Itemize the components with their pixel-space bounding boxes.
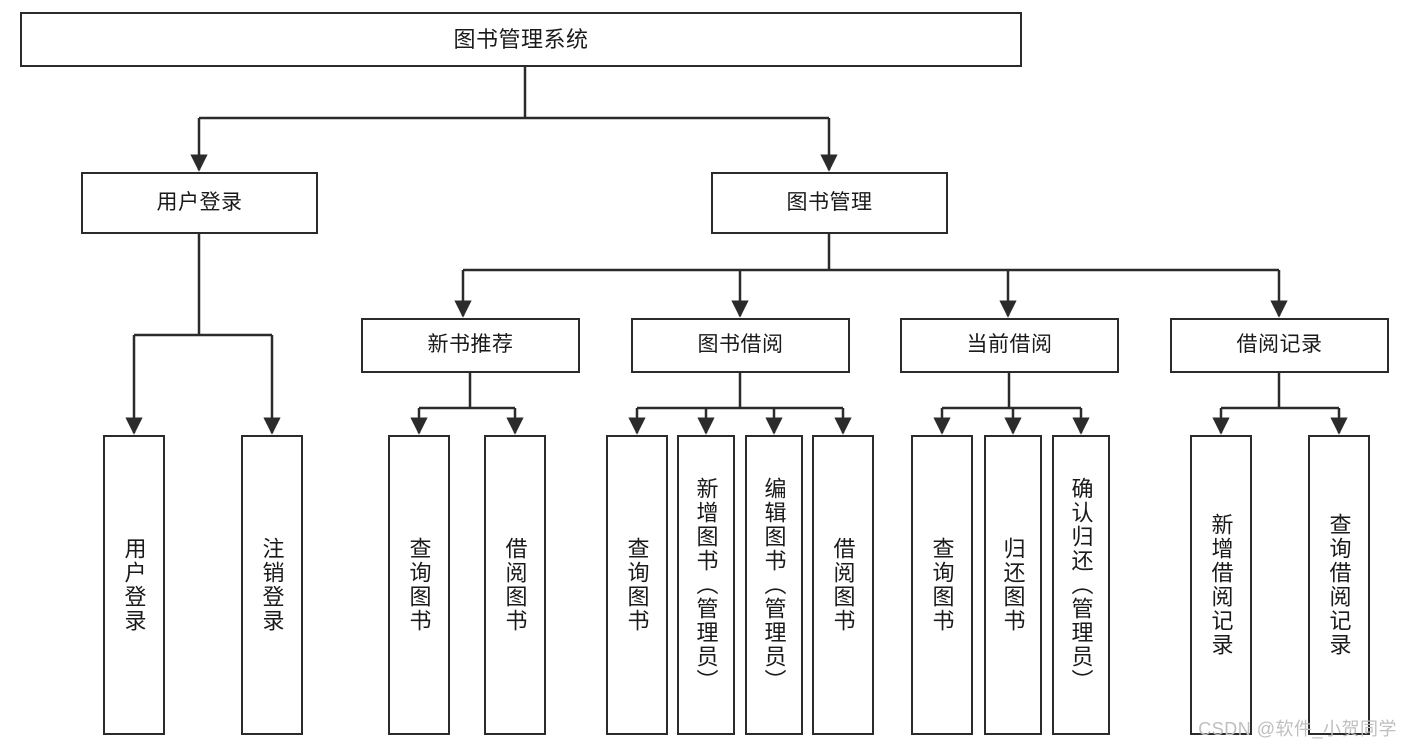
leaf-borrow-book-newbook[interactable]: 借阅图书 (484, 435, 546, 735)
node-new-book-recommend-label: 新书推荐 (427, 333, 514, 357)
leaf-query-book-borrow[interactable]: 查询图书 (606, 435, 668, 735)
leaf-query-book-borrow-label: 查询图书 (624, 537, 650, 633)
node-book-management[interactable]: 图书管理 (711, 172, 948, 234)
leaf-query-borrow-record-label: 查询借阅记录 (1326, 513, 1352, 657)
node-current-borrow-label: 当前借阅 (966, 333, 1053, 357)
leaf-add-book-admin-label: 新增图书（管理员） (693, 477, 719, 693)
leaf-confirm-return-admin-label: 确认归还（管理员） (1068, 477, 1094, 693)
leaf-add-book-admin[interactable]: 新增图书（管理员） (677, 435, 735, 735)
node-current-borrow[interactable]: 当前借阅 (900, 318, 1119, 373)
node-root[interactable]: 图书管理系统 (20, 12, 1022, 67)
node-borrow-record[interactable]: 借阅记录 (1170, 318, 1389, 373)
leaf-add-borrow-record[interactable]: 新增借阅记录 (1190, 435, 1252, 735)
leaf-borrow-book[interactable]: 借阅图书 (812, 435, 874, 735)
leaf-edit-book-admin-label: 编辑图书（管理员） (761, 477, 787, 693)
leaf-return-book[interactable]: 归还图书 (984, 435, 1042, 735)
node-book-borrow[interactable]: 图书借阅 (631, 318, 850, 373)
node-book-management-label: 图书管理 (786, 190, 873, 214)
leaf-query-book-current-label: 查询图书 (929, 537, 955, 633)
node-borrow-record-label: 借阅记录 (1236, 333, 1323, 357)
leaf-user-login-label: 用户登录 (121, 537, 147, 633)
leaf-return-book-label: 归还图书 (1000, 537, 1026, 633)
leaf-confirm-return-admin[interactable]: 确认归还（管理员） (1052, 435, 1110, 735)
leaf-query-book-newbook-label: 查询图书 (406, 537, 432, 633)
leaf-logout-login-label: 注销登录 (259, 537, 285, 633)
node-book-borrow-label: 图书借阅 (697, 333, 784, 357)
node-user-login-label: 用户登录 (156, 190, 243, 214)
watermark: CSDN @软件_小贺同学 (1198, 719, 1397, 739)
leaf-add-borrow-record-label: 新增借阅记录 (1208, 513, 1234, 657)
leaf-logout-login[interactable]: 注销登录 (241, 435, 303, 735)
leaf-query-book-newbook[interactable]: 查询图书 (388, 435, 450, 735)
leaf-borrow-book-label: 借阅图书 (830, 537, 856, 633)
node-root-label: 图书管理系统 (453, 26, 589, 52)
node-new-book-recommend[interactable]: 新书推荐 (361, 318, 580, 373)
leaf-query-borrow-record[interactable]: 查询借阅记录 (1308, 435, 1370, 735)
leaf-user-login[interactable]: 用户登录 (103, 435, 165, 735)
leaf-edit-book-admin[interactable]: 编辑图书（管理员） (745, 435, 803, 735)
leaf-borrow-book-newbook-label: 借阅图书 (502, 537, 528, 633)
node-user-login[interactable]: 用户登录 (81, 172, 318, 234)
leaf-query-book-current[interactable]: 查询图书 (911, 435, 973, 735)
